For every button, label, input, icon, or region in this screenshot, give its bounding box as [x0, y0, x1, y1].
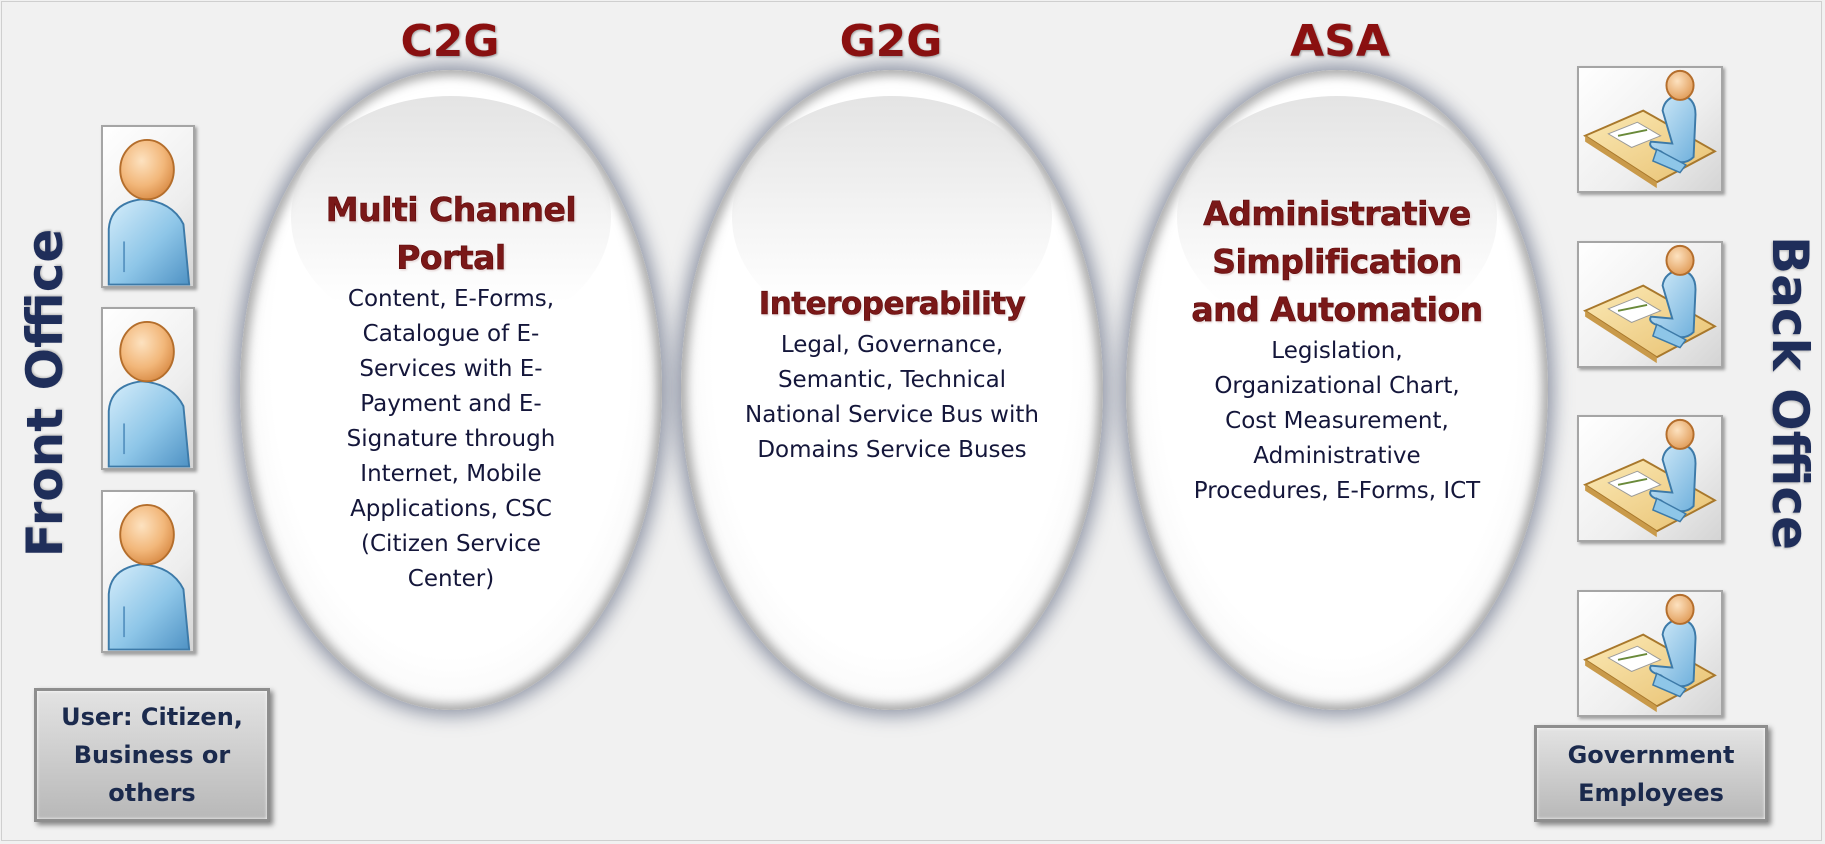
- ellipse-asa: Administrative Simplification and Automa…: [1126, 70, 1548, 710]
- category-body: Legislation, Organizational Chart, Cost …: [1193, 338, 1481, 504]
- category-heading: Administrative Simplification and Automa…: [1191, 194, 1483, 330]
- employee-at-desk-icon: [1577, 66, 1723, 193]
- user-icon: [101, 307, 195, 470]
- category-code-c2g: C2G: [400, 16, 500, 67]
- ellipse-g2g: Interoperability Legal, Governance, Sema…: [681, 70, 1103, 710]
- category-body: Content, E-Forms, Catalogue of E-Service…: [346, 286, 556, 592]
- category-code-g2g: G2G: [839, 16, 943, 67]
- back-office-label: Government Employees: [1534, 725, 1768, 822]
- ellipse-c2g: Multi Channel Portal Content, E-Forms, C…: [240, 70, 662, 710]
- employee-at-desk-icon: [1577, 590, 1723, 717]
- front-office-title: Front Office: [16, 228, 74, 558]
- employee-at-desk-icon: [1577, 241, 1723, 368]
- category-code-asa: ASA: [1290, 16, 1390, 67]
- employee-at-desk-icon: [1577, 415, 1723, 542]
- user-icon: [101, 490, 195, 653]
- back-office-title: Back Office: [1761, 236, 1819, 550]
- front-office-label: User: Citizen, Business or others: [34, 688, 270, 822]
- user-icon: [101, 125, 195, 288]
- category-body: Legal, Governance, Semantic, Technical N…: [745, 332, 1039, 463]
- category-heading: Interoperability: [758, 286, 1026, 323]
- category-heading: Multi Channel Portal: [325, 190, 577, 278]
